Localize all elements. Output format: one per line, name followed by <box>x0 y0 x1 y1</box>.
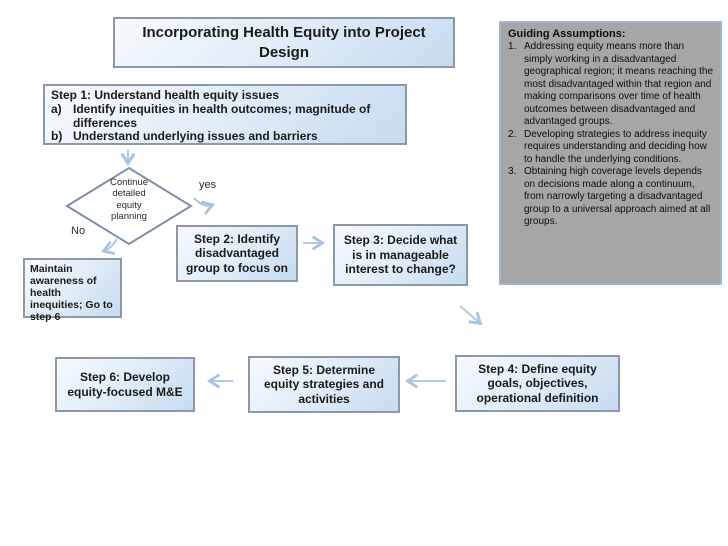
step1-item-a-text: Identify inequities in health outcomes; … <box>73 101 371 130</box>
yes-branch-label: yes <box>199 179 217 191</box>
step4-text: Step 4: Define equity goals, objectives,… <box>476 361 599 405</box>
step1-item-b-text: Understand underlying issues and barrier… <box>73 129 318 144</box>
decision-diamond-label: Continue detailed equity planning <box>109 177 149 223</box>
step1-heading: Step 1: Understand health equity issues <box>51 88 280 102</box>
guiding-assumption-1: Addressing equity means more than simply… <box>524 41 714 127</box>
no-branch-label: No <box>71 225 86 237</box>
step3-text: Step 3: Decide what is in manageable int… <box>343 233 458 277</box>
guiding-assumption-2: Developing strategies to address inequit… <box>524 128 707 165</box>
step2-box: Step 2: Identify disadvantaged group to … <box>176 225 298 282</box>
step5-text: Step 5: Determine equity strategies and … <box>263 362 385 406</box>
step5-box: Step 5: Determine equity strategies and … <box>248 356 400 413</box>
step3-box: Step 3: Decide what is in manageable int… <box>333 224 468 286</box>
step1-box: Step 1: Understand health equity issues … <box>43 84 407 145</box>
step1-item-a: a) Identify inequities in health outcome… <box>51 101 399 131</box>
maintain-awareness-box: Maintain awareness of health inequities;… <box>23 258 122 323</box>
step6-box: Step 6: Develop equity-focused M&E <box>55 357 195 412</box>
step1-item-b: b) Understand underlying issues and barr… <box>51 130 399 144</box>
page-title: Incorporating Health Equity into Project… <box>142 24 426 61</box>
guiding-assumption-3: Obtaining high coverage levels depends o… <box>524 166 711 227</box>
step4-box: Step 4: Define equity goals, objectives,… <box>455 355 620 412</box>
step6-text: Step 6: Develop equity-focused M&E <box>67 370 183 399</box>
step1-item-a-marker: a) <box>51 101 62 116</box>
guiding-assumptions-list: Addressing equity means more than simply… <box>508 41 713 229</box>
maintain-awareness-text: Maintain awareness of health inequities;… <box>30 263 113 324</box>
guiding-assumptions-heading: Guiding Assumptions: <box>508 28 626 40</box>
step1-item-b-marker: b) <box>51 129 63 144</box>
guiding-assumptions-panel: Guiding Assumptions: Addressing equity m… <box>499 21 722 285</box>
step2-text: Step 2: Identify disadvantaged group to … <box>186 231 288 275</box>
title-box: Incorporating Health Equity into Project… <box>113 17 455 68</box>
decision-diamond-icon <box>65 166 193 246</box>
